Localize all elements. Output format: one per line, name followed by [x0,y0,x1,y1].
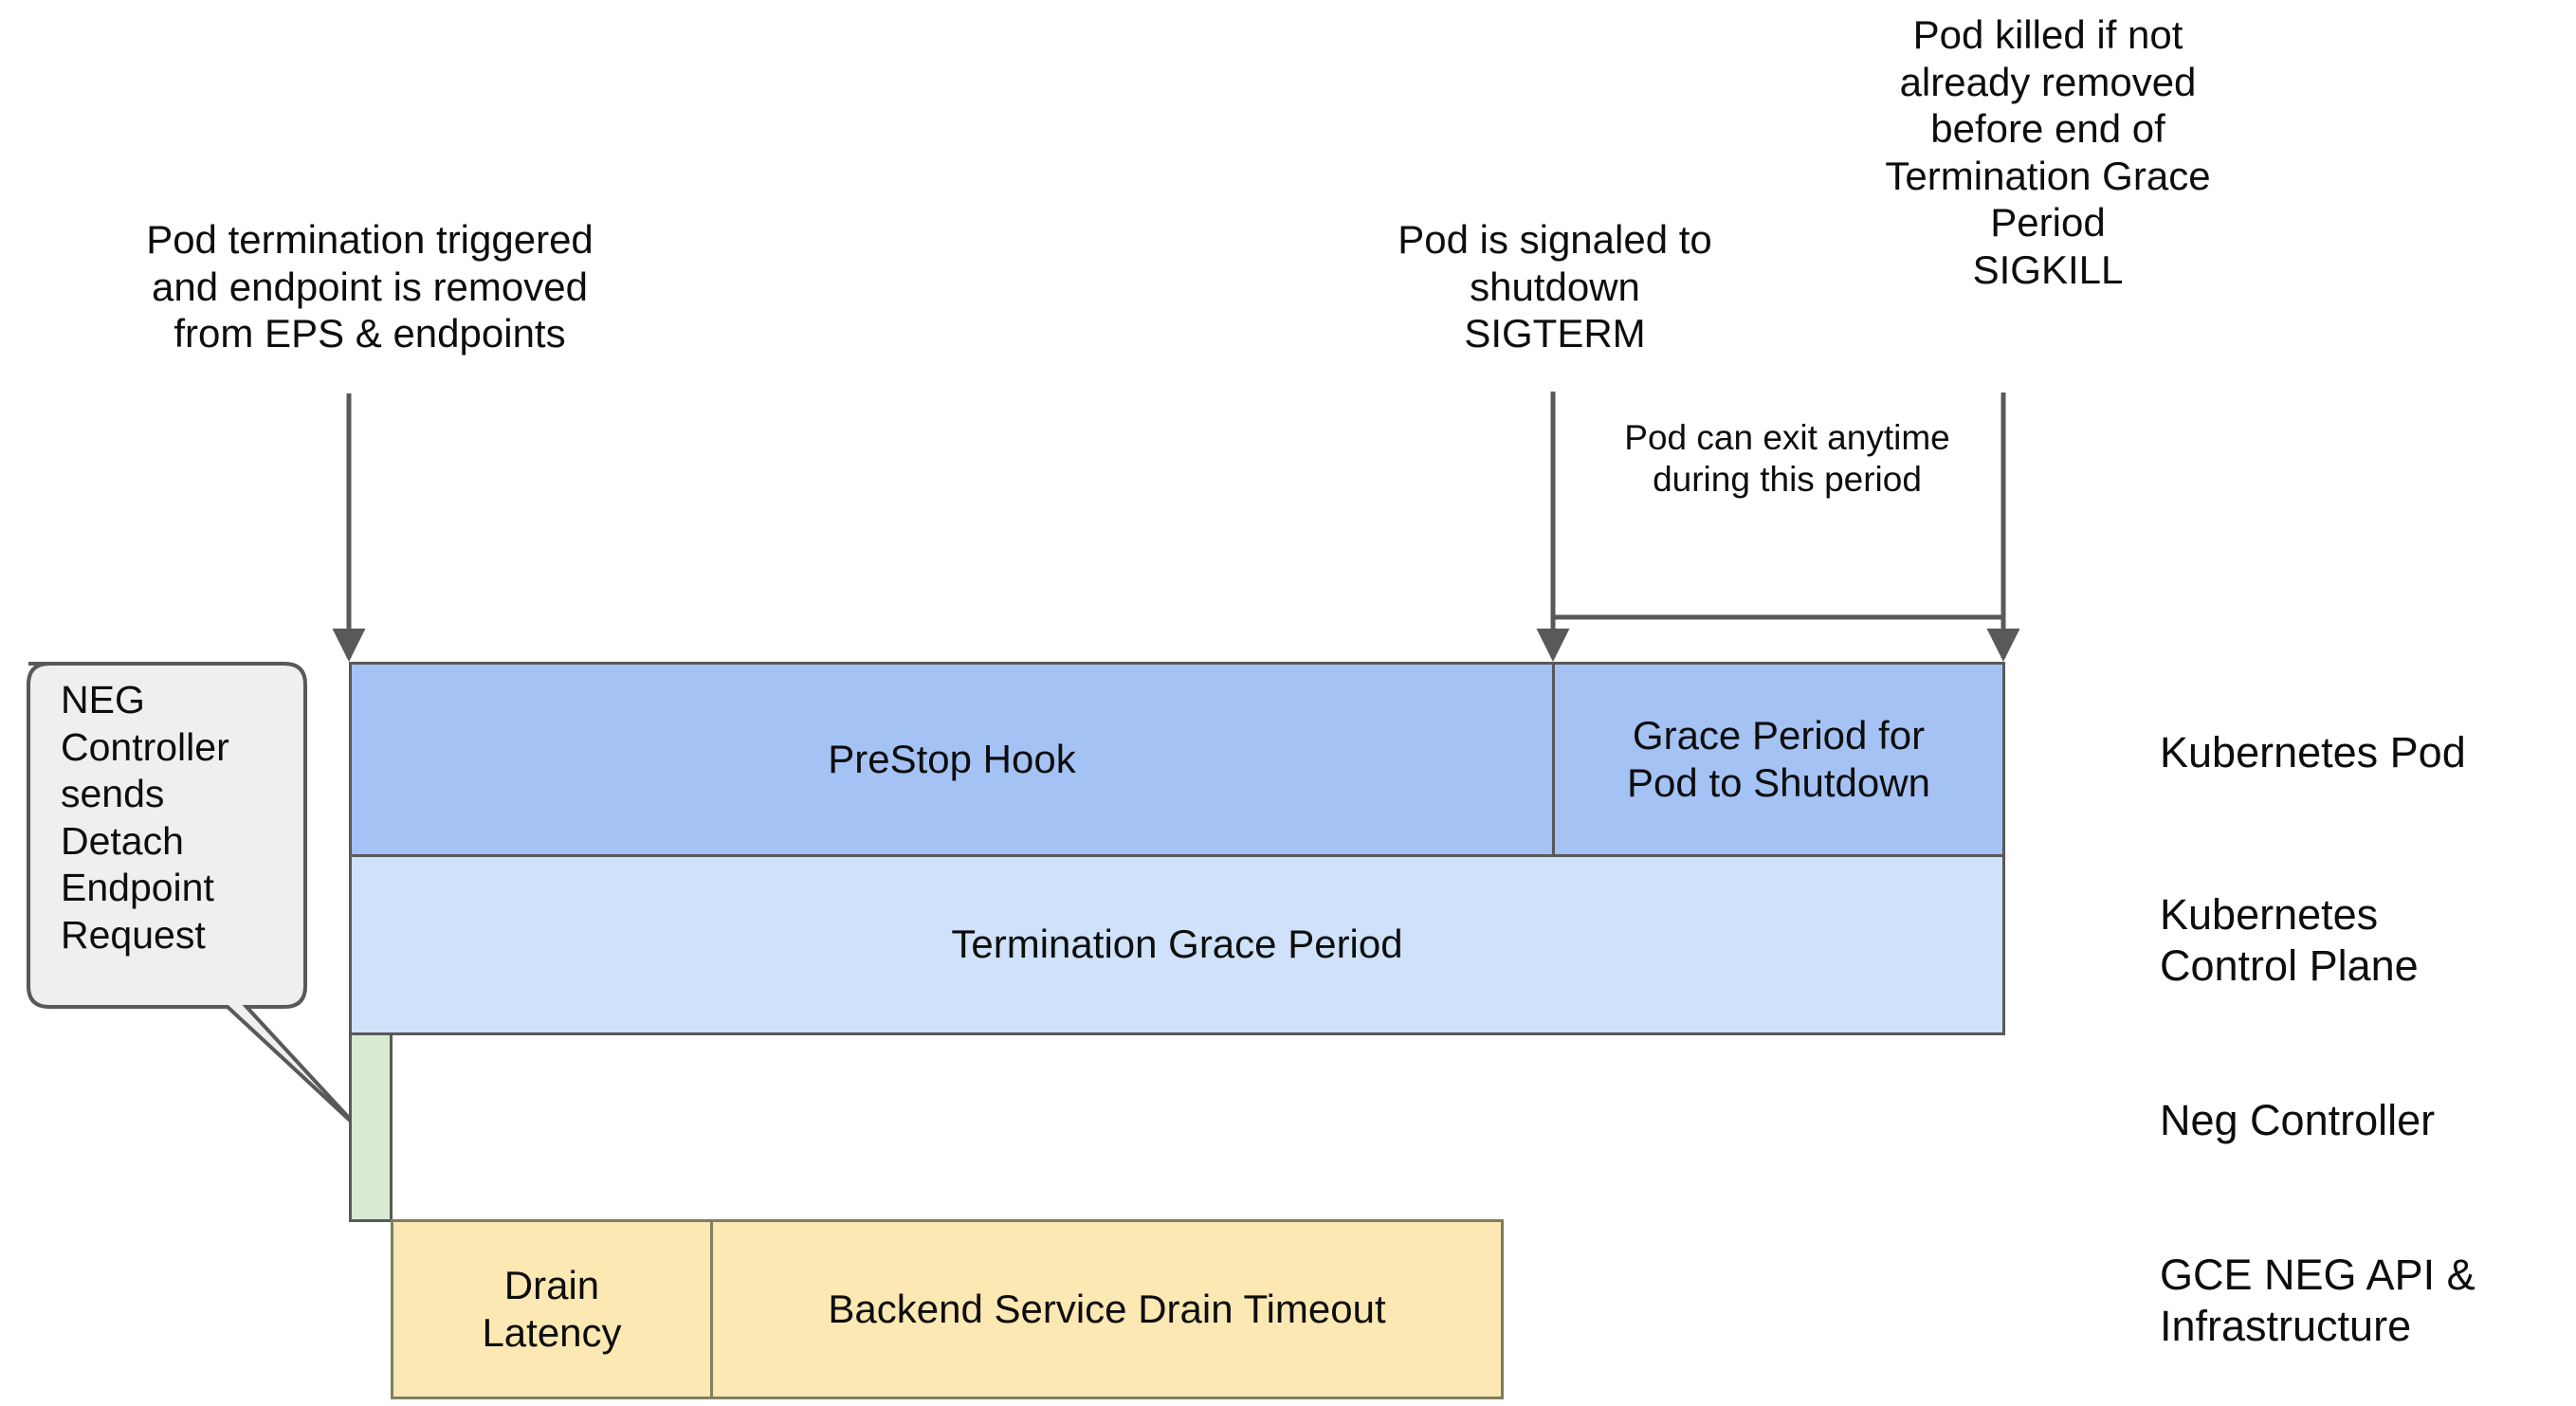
lane-label-kubernetes-pod: Kubernetes Pod [2160,728,2466,776]
lane-label-neg-controller: Neg Controller [2160,1096,2436,1144]
bar-backend-service-drain-timeout: Backend Service Drain Timeout [710,1219,1504,1399]
bar-neg-detach-window [349,1032,393,1222]
bar-prestop-hook: PreStop Hook [349,662,1555,857]
annotation-pod-signaled-shutdown: Pod is signaled to shutdown SIGTERM [1398,217,1712,356]
annotation-pod-can-exit-anytime: Pod can exit anytime during this period [1624,418,1950,499]
annotation-pod-killed-sigkill: Pod killed if not already removed before… [1885,12,2211,292]
callout-text-neg-controller: NEG Controller sends Detach Endpoint Req… [61,678,229,958]
bar-drain-latency: Drain Latency [391,1219,713,1399]
annotation-pod-termination-triggered: Pod termination triggered and endpoint i… [146,217,594,356]
lane-label-kubernetes-control-plane: Kubernetes Control Plane [2160,890,2419,990]
bar-grace-period-pod-shutdown: Grace Period for Pod to Shutdown [1552,662,2005,857]
bar-termination-grace-period: Termination Grace Period [349,854,2005,1035]
lane-label-gce-neg-api-infrastructure: GCE NEG API & Infrastructure [2160,1251,2476,1350]
